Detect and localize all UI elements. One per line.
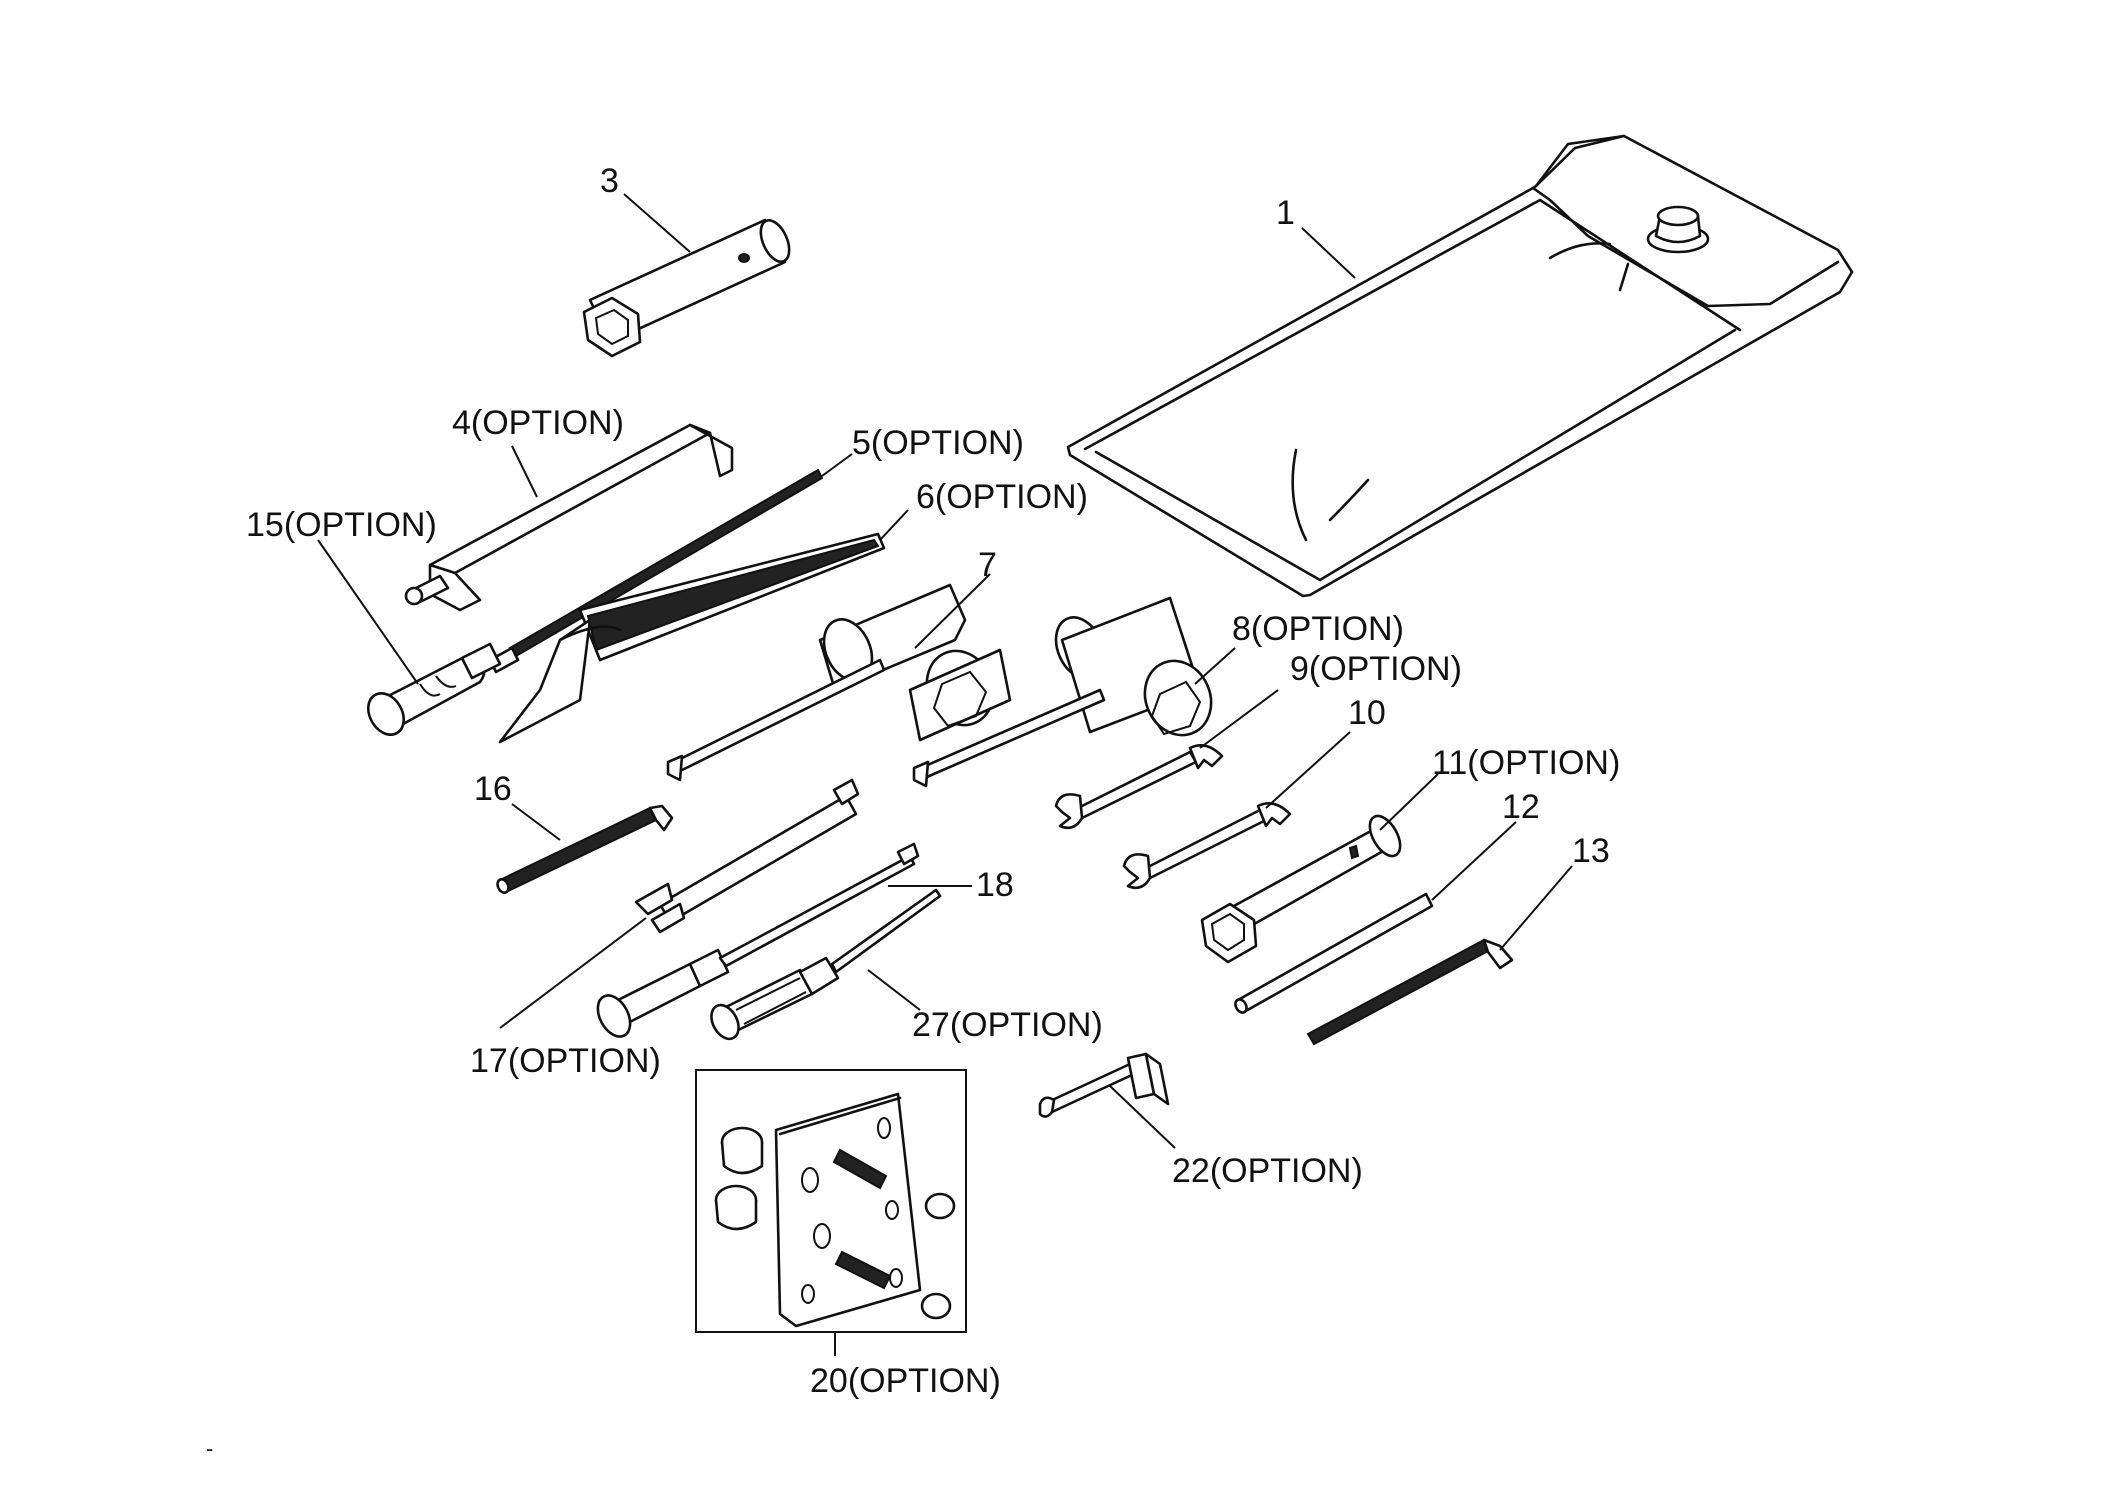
open-wrench-10-illustration (1122, 802, 1292, 890)
label-part-11: 11(OPTION) (1432, 744, 1620, 782)
tool-bag-illustration (1066, 134, 1854, 598)
socket-wrench-3-illustration (582, 218, 791, 358)
label-part-4: 4(OPTION) (452, 404, 624, 442)
label-part-27: 27(OPTION) (912, 1006, 1103, 1044)
label-part-7: 7 (978, 546, 997, 584)
label-part-20: 20(OPTION) (810, 1362, 1001, 1400)
label-part-16: 16 (474, 770, 512, 808)
label-part-17: 17(OPTION) (470, 1042, 661, 1080)
box-spanner-7-illustration (666, 583, 1012, 782)
socket-tube-11-illustration (1200, 814, 1402, 964)
bracket-bar-4-illustration (404, 423, 734, 612)
label-part-22: 22(OPTION) (1172, 1152, 1363, 1190)
wrench-22-illustration (1038, 1052, 1170, 1118)
footer-mark: - (206, 1436, 213, 1461)
part-labels: 1 3 4(OPTION) 5(OPTION) 6(OPTION) 7 8(OP… (206, 162, 1620, 1461)
label-part-8: 8(OPTION) (1232, 610, 1404, 648)
label-part-15: 15(OPTION) (246, 506, 437, 544)
screwdriver-18-illustration (596, 842, 920, 1038)
label-part-18: 18 (976, 866, 1014, 904)
label-part-13: 13 (1572, 832, 1610, 870)
hex-key-13-illustration (1306, 938, 1514, 1046)
open-wrench-9-illustration (1054, 744, 1224, 830)
label-part-3: 3 (600, 162, 619, 200)
label-part-12: 12 (1502, 788, 1540, 826)
flat-file-6-illustration (498, 532, 886, 744)
forked-bar-17-illustration (634, 778, 860, 934)
screwdriver-27-illustration (710, 888, 942, 1041)
rod-12-illustration (1234, 892, 1434, 1014)
hex-key-16-illustration (496, 804, 674, 894)
label-part-9: 9(OPTION) (1290, 650, 1462, 688)
label-part-10: 10 (1348, 694, 1386, 732)
label-part-5: 5(OPTION) (852, 424, 1024, 462)
kit-box-20-illustration (695, 1069, 967, 1333)
label-part-1: 1 (1276, 194, 1295, 232)
box-spanner-8-illustration (912, 596, 1213, 788)
handle-15-illustration (367, 642, 502, 736)
leader-lines (317, 193, 1573, 1356)
label-part-6: 6(OPTION) (916, 478, 1088, 516)
